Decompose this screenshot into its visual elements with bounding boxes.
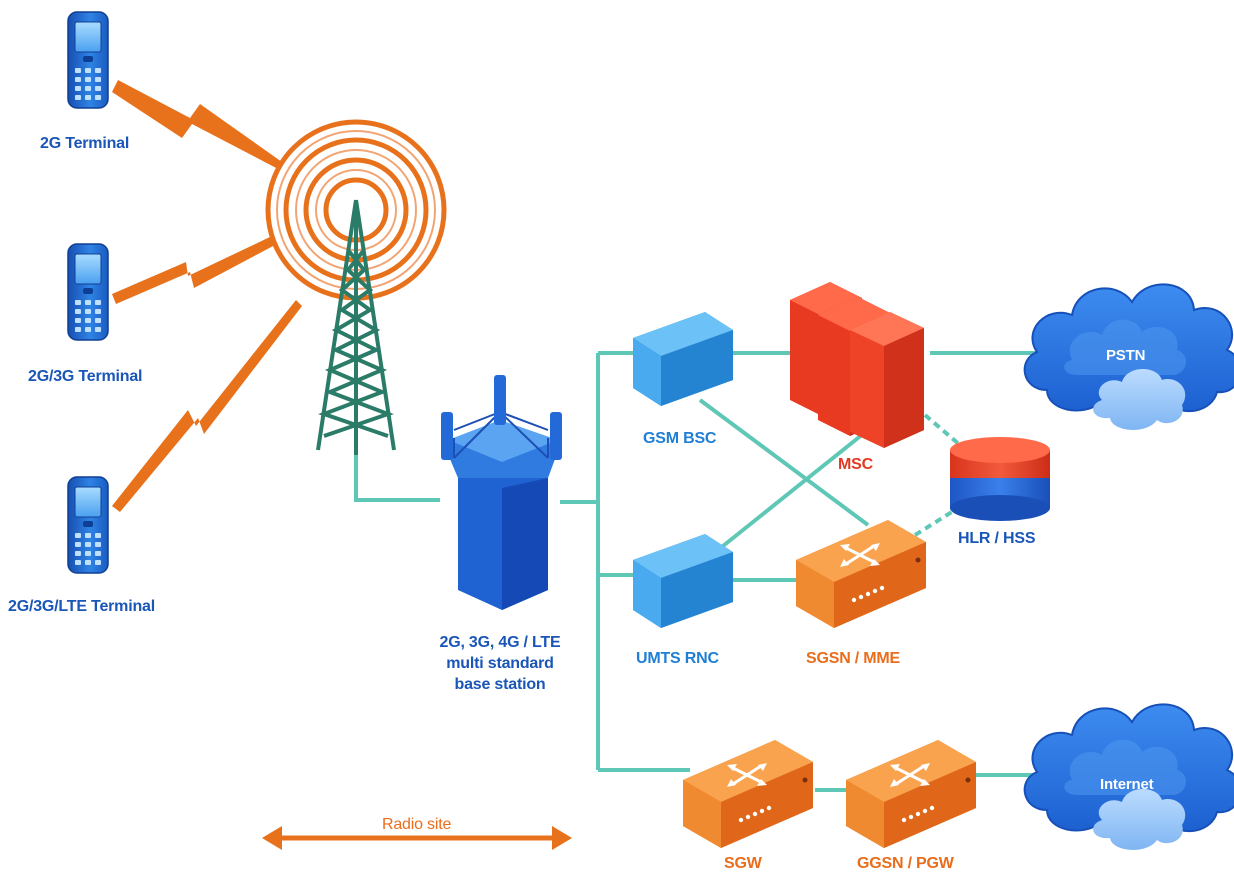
lightning-icon — [112, 80, 282, 170]
mobile-phone-icon — [67, 11, 109, 109]
sgw-label: SGW — [724, 855, 762, 872]
pstn-label: PSTN — [1106, 347, 1146, 364]
radio-tower-icon — [265, 119, 447, 455]
lightning-icon — [112, 236, 275, 304]
hlr-hss-label: HLR / HSS — [958, 530, 1036, 547]
sgsn-mme-label: SGSN / MME — [806, 650, 901, 667]
ggsn-pgw-label: GGSN / PGW — [857, 855, 954, 872]
msc-label: MSC — [838, 456, 873, 473]
lightning-icon — [112, 300, 302, 512]
base-station-label-line-3: base station — [454, 676, 546, 693]
signaling-links — [913, 413, 962, 537]
link-rnc-msc — [716, 428, 870, 552]
mobile-phone-icon — [67, 476, 109, 574]
controller-box-icon — [633, 534, 733, 628]
base-station-label: 2G, 3G, 4G / LTE multi standard base sta… — [410, 632, 590, 695]
link-msc-hlr — [923, 413, 962, 447]
cloud-icon — [1023, 703, 1234, 850]
base-station-label-line-1: 2G, 3G, 4G / LTE — [439, 634, 561, 651]
terminal-2g3g-label: 2G/3G Terminal — [28, 368, 143, 385]
link-bsc-sgsn — [698, 398, 870, 527]
terminal-2g3glte-label: 2G/3G/LTE Terminal — [8, 598, 155, 615]
double-arrow-icon — [262, 826, 572, 850]
terminal-2g-label: 2G Terminal — [40, 135, 130, 152]
gsm-bsc-label: GSM BSC — [643, 430, 717, 447]
router-icon — [844, 738, 978, 850]
radio-links — [112, 80, 302, 512]
router-icon — [681, 738, 815, 850]
link-sgsn-hlr — [913, 508, 957, 537]
umts-rnc-label: UMTS RNC — [636, 650, 719, 667]
base-station-label-line-2: multi standard — [446, 655, 554, 672]
base-station-icon — [441, 375, 562, 610]
mobile-phone-icon — [67, 243, 109, 341]
server-icon — [790, 282, 924, 448]
cloud-icon — [1023, 283, 1234, 430]
radio-site-label: Radio site — [382, 816, 452, 833]
link-tower-basestation — [354, 455, 440, 502]
database-icon — [950, 437, 1050, 521]
router-icon — [794, 518, 928, 630]
controller-box-icon — [633, 312, 733, 406]
internet-label: Internet — [1100, 776, 1154, 793]
